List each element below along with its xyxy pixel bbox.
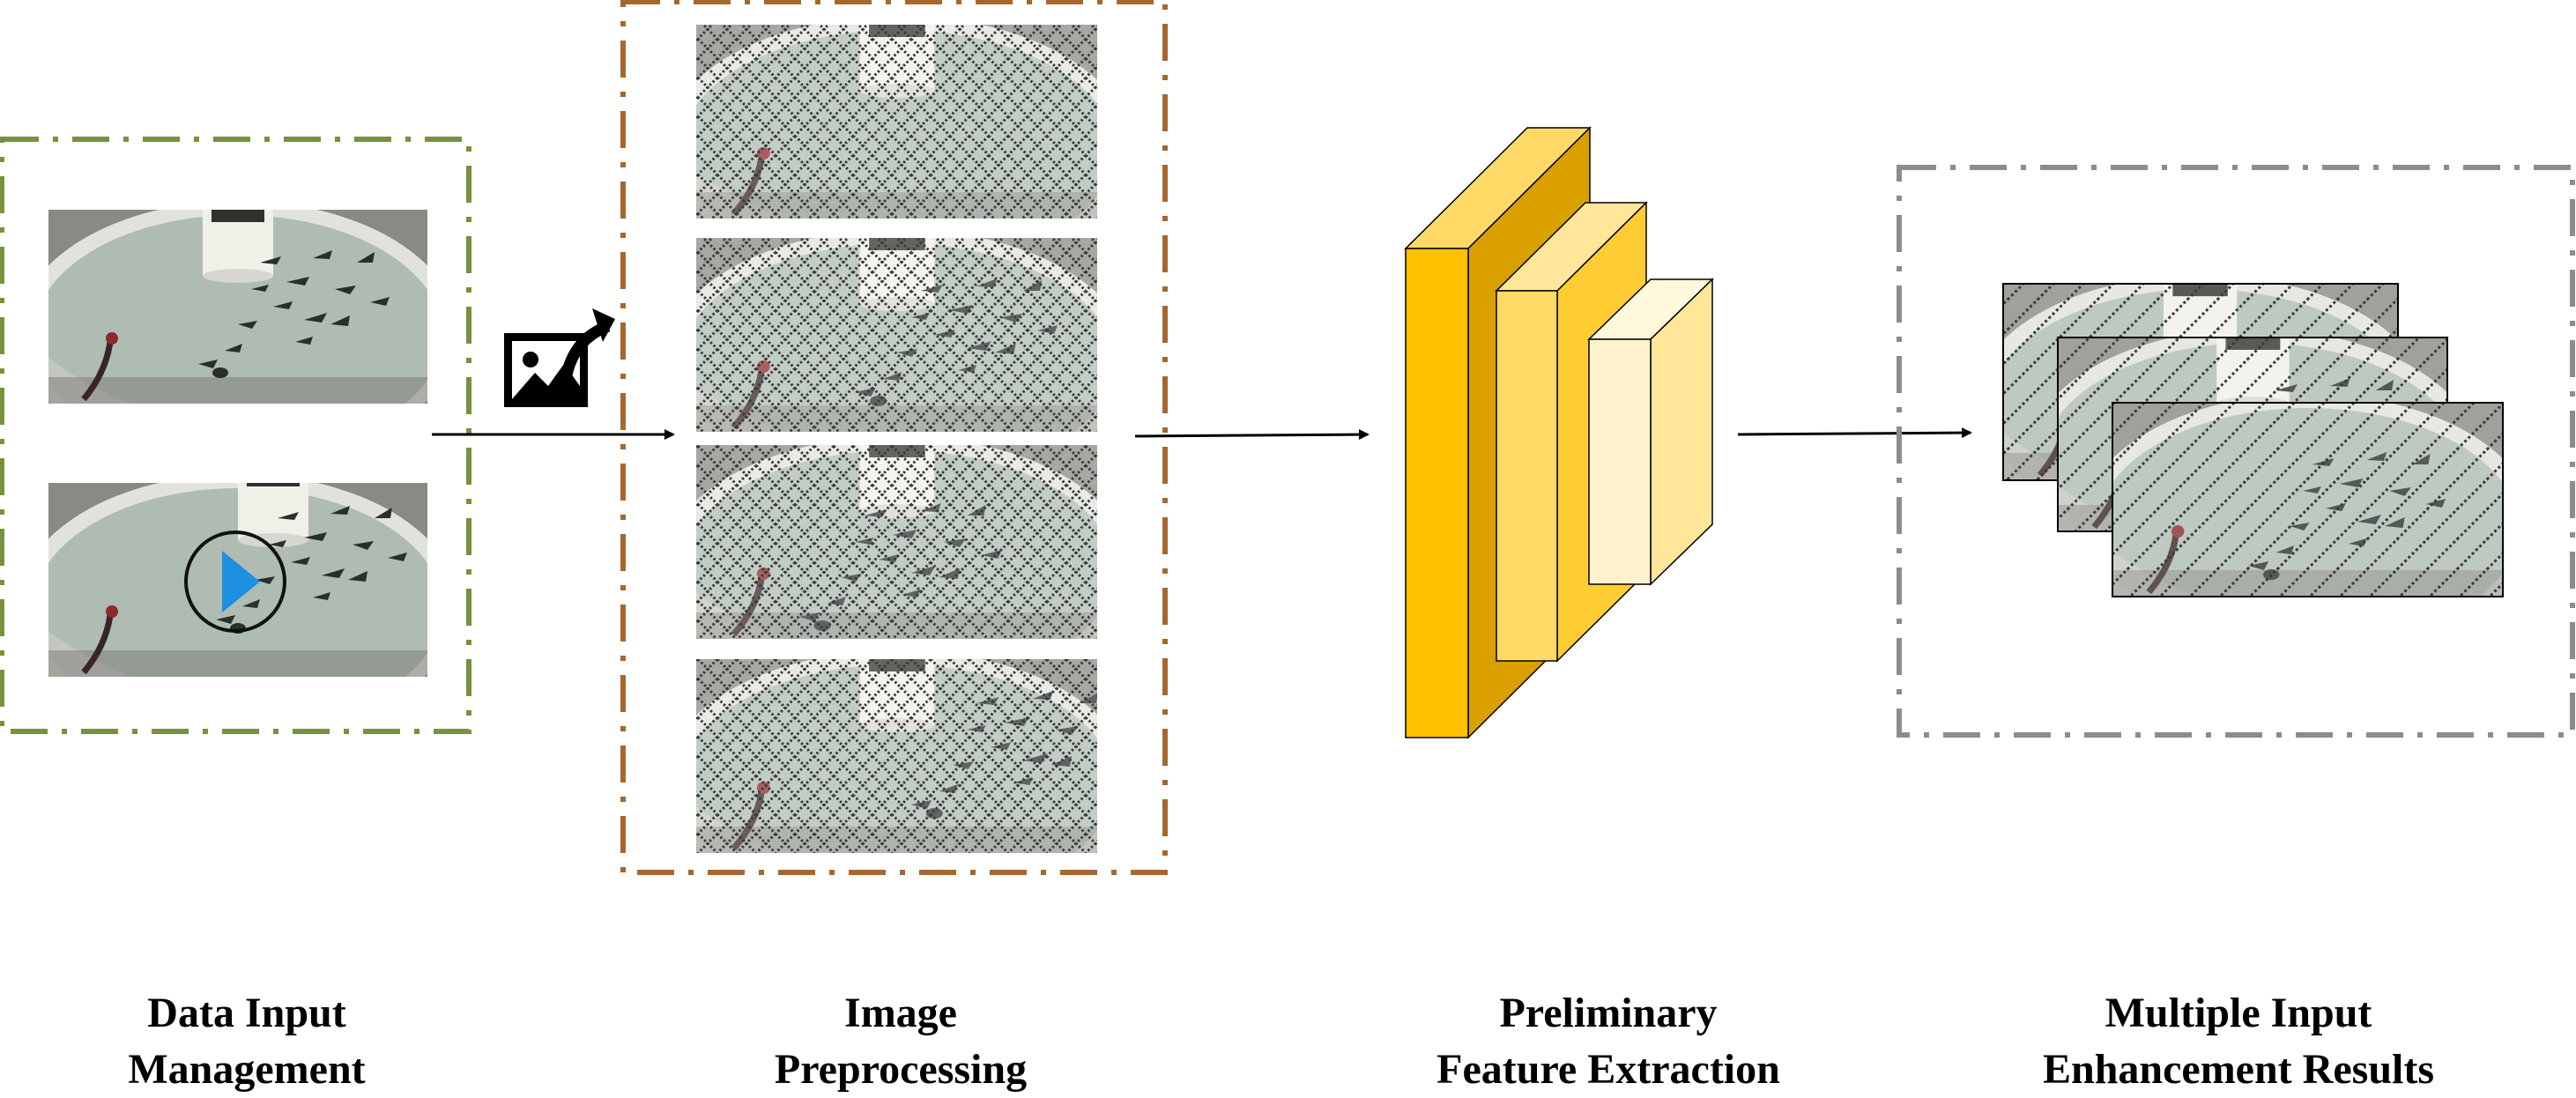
enhanced-result-3 xyxy=(2112,402,2504,597)
preprocessed-image-2 xyxy=(696,238,1097,432)
stage-label-image-preprocessing: Image Preprocessing xyxy=(680,985,1121,1093)
preprocessed-image-4 xyxy=(696,659,1097,853)
preprocessed-image-1 xyxy=(696,25,1097,219)
preprocessed-image-3 xyxy=(696,445,1097,639)
stage-label-line: Multiple Input xyxy=(2105,990,2372,1036)
stage-label-line: Data Input xyxy=(147,990,346,1036)
stage-label-enhancement-results: Multiple Input Enhancement Results xyxy=(1974,985,2503,1093)
stage-label-line: Feature Extraction xyxy=(1436,1046,1780,1093)
stage-label-line: Enhancement Results xyxy=(2042,1046,2435,1093)
input-video-frame-2 xyxy=(18,483,458,738)
arrow-features-to-results xyxy=(1737,427,1972,439)
arrow-preprocessing-to-features xyxy=(1134,429,1370,441)
image-export-icon xyxy=(504,308,615,407)
results-frame xyxy=(1897,165,2575,738)
play-icon xyxy=(184,530,286,633)
stage-label-line: Preliminary xyxy=(1499,990,1718,1036)
stage-label-line: Preprocessing xyxy=(774,1046,1028,1093)
stage-label-line: Image xyxy=(844,990,957,1036)
feature-extraction-blocks xyxy=(1404,126,1714,739)
stage-label-data-input: Data Input Management xyxy=(26,985,467,1093)
stage-label-feature-extraction: Preliminary Feature Extraction xyxy=(1370,985,1846,1093)
input-video-frame-1 xyxy=(18,210,458,465)
data-input-frame xyxy=(0,137,471,734)
stage-label-line: Management xyxy=(128,1046,366,1093)
